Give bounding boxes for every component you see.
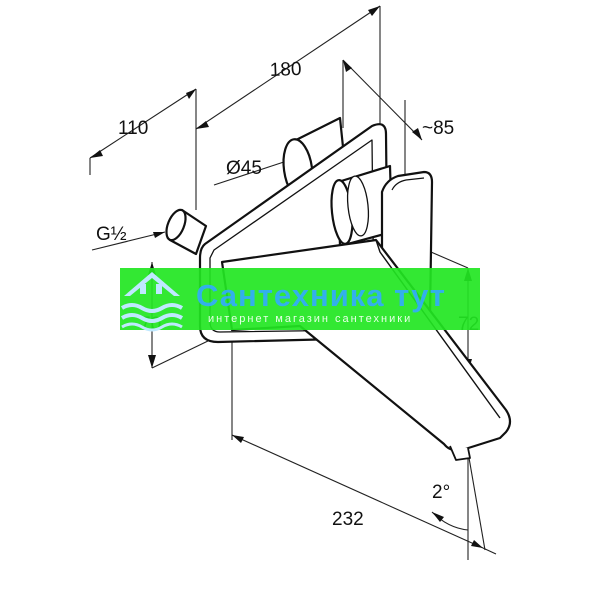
mixer-cartridge <box>330 164 394 248</box>
angle-label: 2° <box>432 482 450 503</box>
watermark-banner: Сантехника тут интернет магазин сантехни… <box>120 268 480 332</box>
dimension-diameter-45: Ø45 <box>226 158 262 179</box>
watermark-band <box>120 268 480 330</box>
thread-size-label: G½ <box>96 224 127 245</box>
house-waves-logo <box>120 272 184 332</box>
inlet-connector <box>165 208 208 256</box>
watermark-title: Сантехника тут <box>196 278 446 313</box>
watermark-subtitle: интернет магазин сантехники <box>208 313 412 325</box>
dimension-232: 232 <box>332 509 364 530</box>
dimension-85: ~85 <box>422 118 454 139</box>
dimension-110: 110 <box>118 118 148 139</box>
dimension-180: 180 <box>269 59 301 81</box>
